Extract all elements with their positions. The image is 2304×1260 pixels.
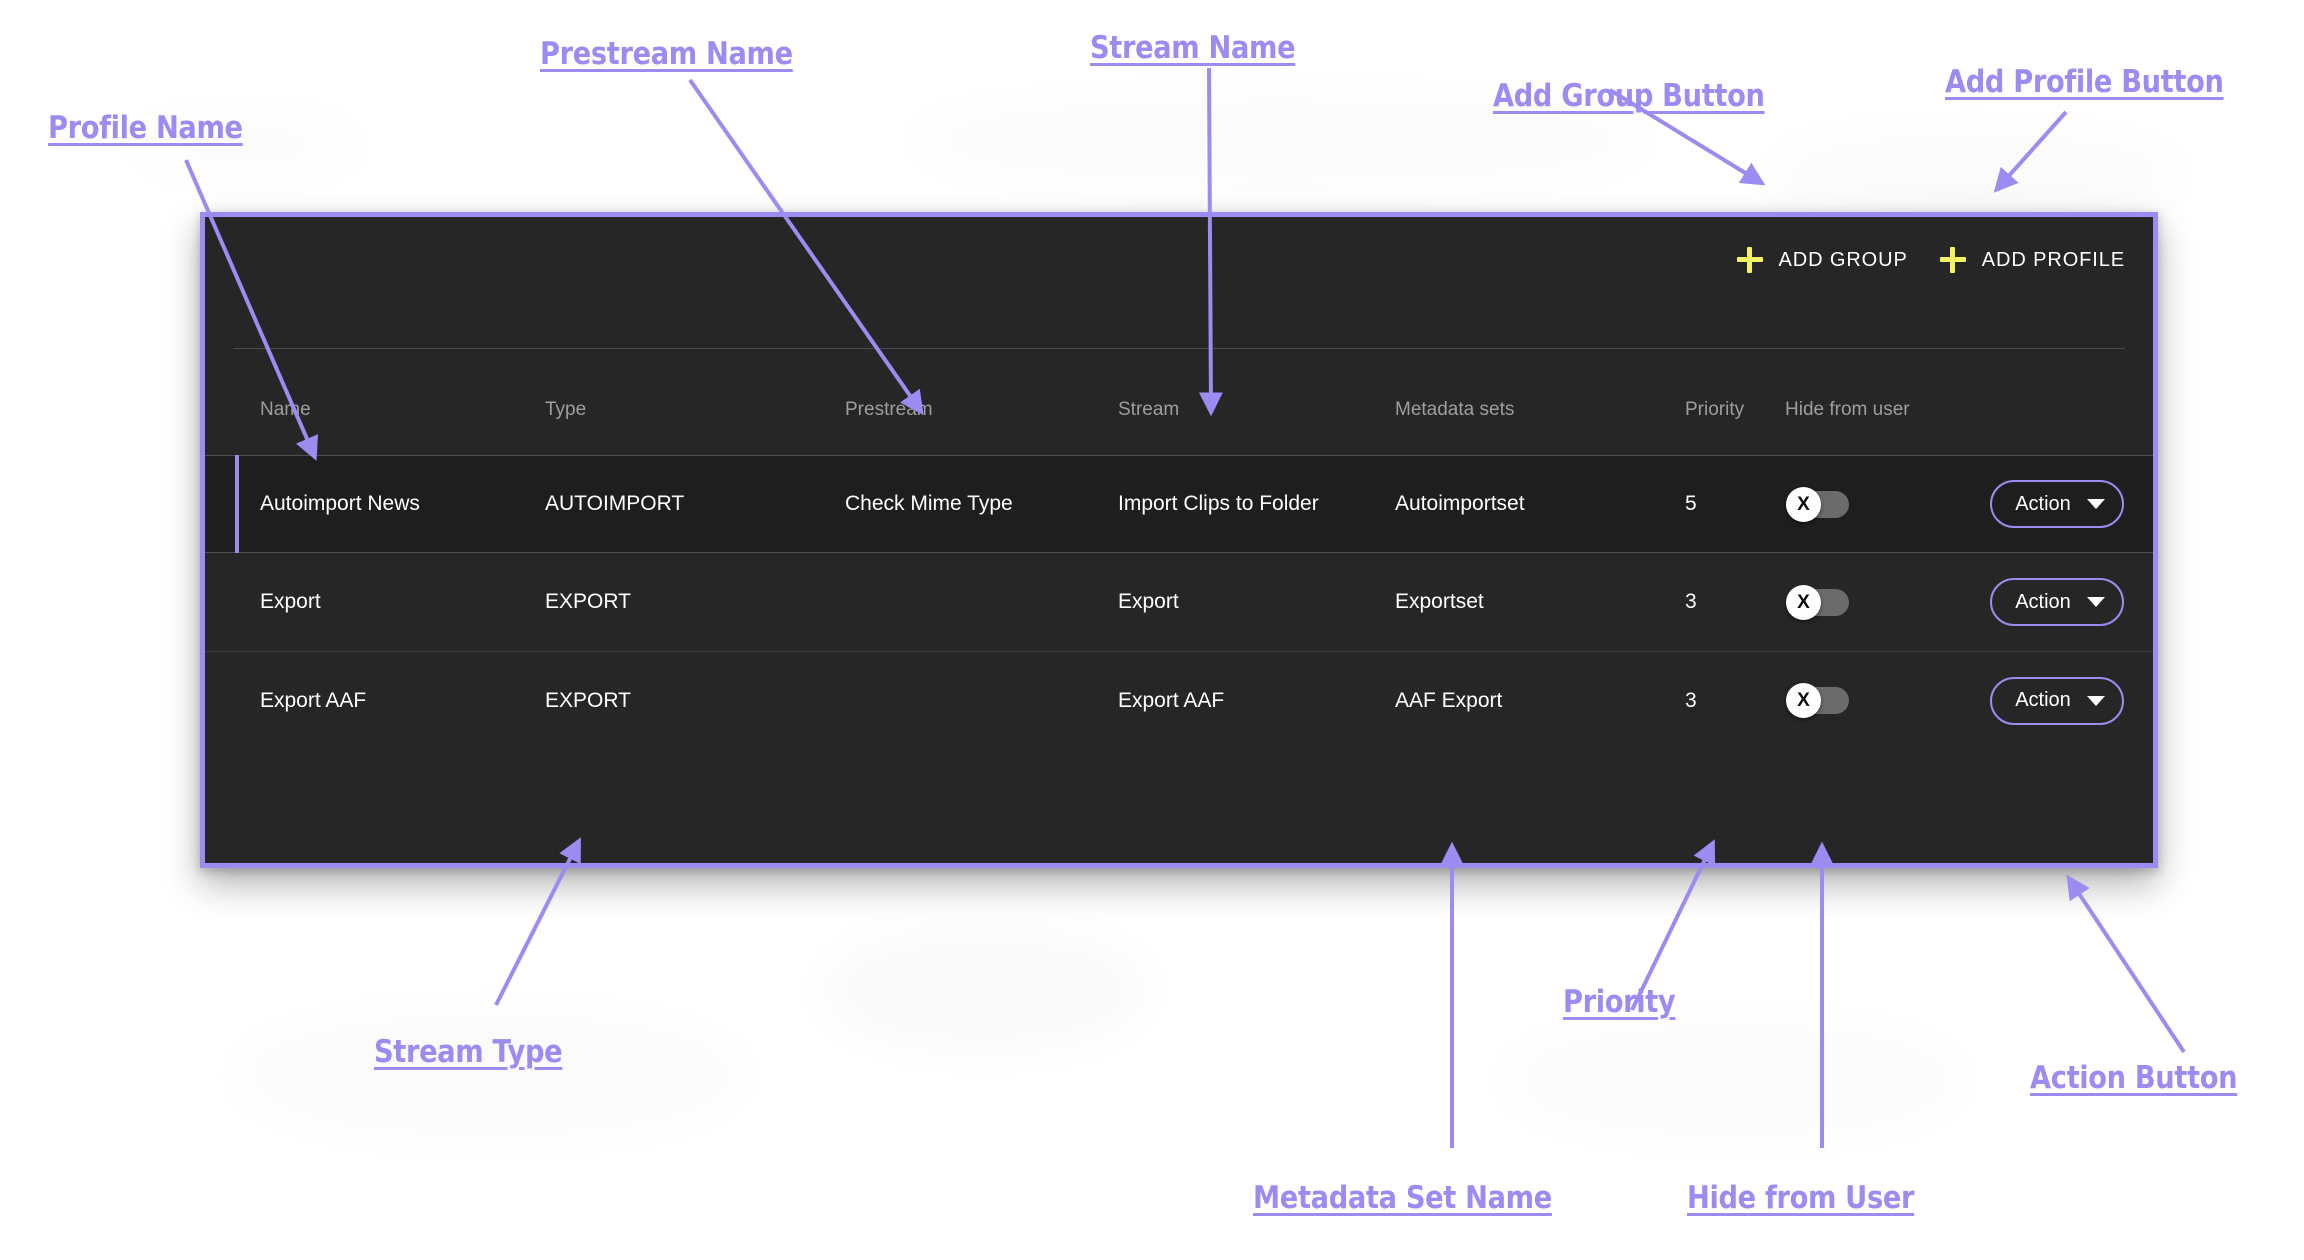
cell-action: Action [1990,578,2153,626]
cell-priority: 5 [1685,492,1697,515]
hide-from-user-toggle[interactable]: X [1786,486,1849,522]
column-header-metadata-sets: Metadata sets [1395,399,1515,420]
plus-icon [1736,247,1763,273]
cell-priority: 3 [1685,590,1697,613]
annotation-label-hide-from-user: Hide from User [1687,1180,1915,1216]
annotation-label-stream-type: Stream Type [374,1034,563,1070]
annotation-label-stream-name: Stream Name [1090,30,1296,66]
chevron-down-icon [2086,499,2105,509]
annotation-label-add-profile-button: Add Profile Button [1945,64,2224,100]
cell-hide-from-user: X [1785,683,1990,718]
cell-name: Export AAF [260,688,367,712]
annotation-label-priority: Priority [1563,984,1676,1020]
cell-metadata-sets: Exportset [1395,590,1484,613]
arrow-add-profile-button [1993,110,2068,193]
cell-action: Action [1990,676,2153,725]
add-profile-button[interactable]: ADD PROFILE [1924,239,2141,281]
cell-name: Autoimport News [260,492,420,515]
column-header-type: Type [545,399,587,420]
arrow-action-button [2066,874,2186,1054]
table-header-row: Name Type Prestream Stream Metadata sets… [205,365,2153,455]
add-group-button[interactable]: ADD GROUP [1721,239,1924,281]
action-button[interactable]: Action [1990,676,2124,725]
cell-type: EXPORT [545,688,631,712]
arrow-add-group-button [1608,88,1766,186]
table-row[interactable]: Autoimport News AUTOIMPORT Check Mime Ty… [205,455,2153,553]
annotation-label-action-button: Action Button [2030,1060,2238,1096]
hide-from-user-toggle[interactable]: X [1786,683,1849,718]
toggle-off-x-icon: X [1786,584,1821,620]
cell-stream: Import Clips to Folder [1118,492,1319,515]
cell-type: EXPORT [545,590,631,613]
cell-stream: Export [1118,590,1179,613]
cell-name: Export [260,590,321,613]
cell-metadata-sets: Autoimportset [1395,492,1525,515]
arrow-priority [1630,839,1716,1011]
background-smudge [120,110,370,180]
profiles-panel: ADD GROUP ADD PROFILE Name Type Prestrea… [200,212,2158,868]
cell-hide-from-user: X [1785,584,1990,620]
profiles-table: Name Type Prestream Stream Metadata sets… [205,365,2153,749]
column-header-priority: Priority [1685,399,1745,420]
annotation-label-prestream-name: Prestream Name [540,36,793,72]
annotation-label-metadata-set-name: Metadata Set Name [1253,1180,1552,1216]
panel-toolbar: ADD GROUP ADD PROFILE [1721,239,2142,281]
toolbar-divider [233,348,2125,349]
background-smudge [1500,1020,1970,1140]
table-row[interactable]: Export AAF EXPORT Export AAF AAF Export … [205,651,2153,749]
action-button[interactable]: Action [1990,578,2124,626]
add-profile-label: ADD PROFILE [1981,248,2125,271]
action-button-label: Action [2015,492,2071,515]
background-smudge [230,1010,750,1140]
toggle-off-x-icon: X [1786,683,1821,718]
background-smudge [900,95,1660,185]
annotation-label-add-group-button: Add Group Button [1493,78,1765,114]
column-header-prestream: Prestream [845,399,933,420]
column-header-name: Name [260,399,311,420]
cell-hide-from-user: X [1785,486,1990,522]
annotation-label-profile-name: Profile Name [48,110,243,146]
cell-type: AUTOIMPORT [545,492,685,515]
cell-prestream: Check Mime Type [845,492,1013,515]
chevron-down-icon [2086,695,2105,706]
cell-stream: Export AAF [1118,688,1225,712]
add-group-label: ADD GROUP [1778,248,1908,271]
hide-from-user-toggle[interactable]: X [1786,584,1849,620]
column-header-stream: Stream [1118,399,1180,420]
cell-metadata-sets: AAF Export [1395,688,1503,712]
column-header-hide-from-user: Hide from user [1785,399,1910,420]
background-smudge [820,930,1150,1050]
action-button-label: Action [2015,689,2071,711]
plus-icon [1939,247,1966,273]
action-button-label: Action [2015,590,2071,613]
cell-action: Action [1990,480,2153,528]
toggle-off-x-icon: X [1786,486,1821,522]
table-row[interactable]: Export EXPORT Export Exportset 3 X Actio… [205,553,2153,651]
action-button[interactable]: Action [1990,480,2124,528]
chevron-down-icon [2086,597,2105,607]
cell-priority: 3 [1685,688,1697,712]
background-smudge [1760,130,2190,220]
